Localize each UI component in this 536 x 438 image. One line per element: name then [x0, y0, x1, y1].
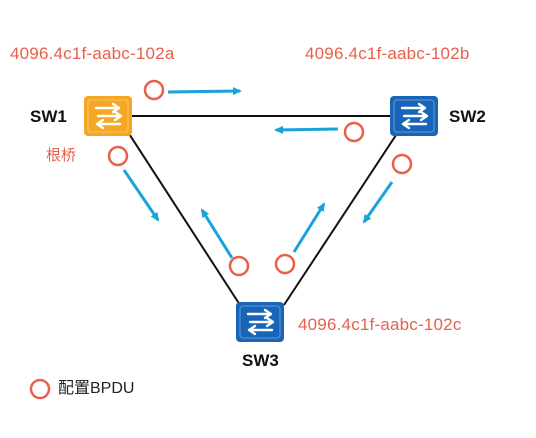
- bpdu-marker: [143, 79, 165, 101]
- bpdu-arrow-sw1-to-sw2: [167, 87, 242, 96]
- sw2-mac-label: 4096.4c1f-aabc-102b: [305, 44, 470, 63]
- bpdu-marker: [343, 121, 365, 143]
- bpdu-arrow-sw3-to-sw1: [200, 208, 234, 259]
- sw3-name-label: SW3: [242, 351, 279, 370]
- switch-icon-sw3: [236, 302, 284, 342]
- root-bridge-label: 根桥: [46, 147, 77, 164]
- switch-icon-sw2: [390, 96, 438, 136]
- bpdu-marker: [391, 153, 413, 175]
- link-sw2-sw3: [283, 125, 403, 306]
- bpdu-arrow-sw1-to-sw3: [122, 169, 160, 222]
- bpdu-marker: [228, 255, 250, 277]
- sw1-name-label: SW1: [30, 107, 67, 126]
- link-sw1-sw3: [123, 125, 241, 306]
- legend-bpdu-marker-icon: [29, 378, 51, 400]
- legend-label: 配置BPDU: [58, 380, 135, 397]
- bpdu-arrow-sw2-to-sw3: [362, 181, 394, 224]
- bpdu-marker: [107, 145, 129, 167]
- sw2-name-label: SW2: [449, 107, 486, 126]
- switch-icon-sw1: [84, 96, 132, 136]
- bpdu-arrow-sw3-to-sw2: [292, 202, 326, 253]
- bpdu-marker: [274, 253, 296, 275]
- sw3-mac-label: 4096.4c1f-aabc-102c: [298, 315, 462, 334]
- sw1-mac-label: 4096.4c1f-aabc-102a: [10, 44, 175, 63]
- bpdu-arrow-sw2-to-sw1: [274, 125, 339, 134]
